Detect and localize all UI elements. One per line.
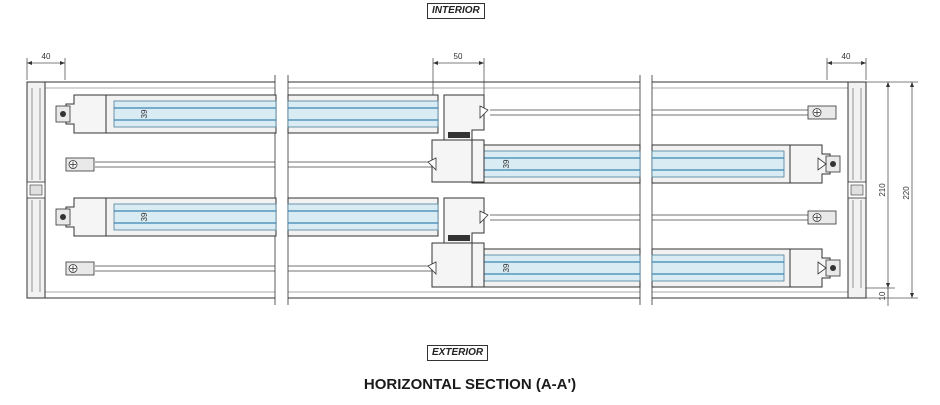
dimension-center: 50 bbox=[432, 52, 485, 96]
left-roller-2 bbox=[65, 261, 95, 276]
dim-10-label: 10 bbox=[878, 291, 887, 300]
left-roller-1 bbox=[65, 157, 95, 172]
dim-right-label: 40 bbox=[842, 52, 851, 61]
left-fitting-1 bbox=[55, 94, 107, 134]
dim-220-label: 220 bbox=[902, 186, 911, 200]
glass-panel-2: 39 bbox=[471, 144, 791, 184]
left-fitting-3 bbox=[55, 197, 107, 237]
interior-label: INTERIOR bbox=[427, 3, 485, 19]
gasket-clips bbox=[427, 105, 827, 275]
glass-panel-4: 39 bbox=[471, 248, 791, 288]
right-roller-2 bbox=[807, 210, 837, 225]
dim-210-label: 210 bbox=[878, 183, 887, 197]
dimension-right: 40 bbox=[826, 52, 867, 80]
right-fitting-2 bbox=[789, 144, 841, 184]
dimension-vertical: 210 220 10 bbox=[866, 81, 918, 306]
glass-panel-3: 39 bbox=[105, 197, 439, 237]
dimension-left: 40 bbox=[26, 52, 66, 80]
right-roller-1 bbox=[807, 105, 837, 120]
right-fitting-4 bbox=[789, 248, 841, 288]
track-lines bbox=[95, 109, 810, 272]
drawing-title: HORIZONTAL SECTION (A-A') bbox=[363, 376, 577, 393]
glass-4-thickness: 39 bbox=[502, 263, 511, 272]
glass-panel-1: 39 bbox=[105, 94, 439, 134]
interlock-block-upper bbox=[431, 94, 485, 183]
interlock-block-lower bbox=[431, 197, 485, 288]
exterior-label: EXTERIOR bbox=[427, 345, 489, 361]
outer-frame bbox=[26, 75, 867, 305]
dim-center-label: 50 bbox=[454, 52, 463, 61]
dim-left-label: 40 bbox=[42, 52, 51, 61]
glass-1-thickness: 39 bbox=[140, 109, 149, 118]
glass-2-thickness: 39 bbox=[502, 159, 511, 168]
glass-3-thickness: 39 bbox=[140, 212, 149, 221]
